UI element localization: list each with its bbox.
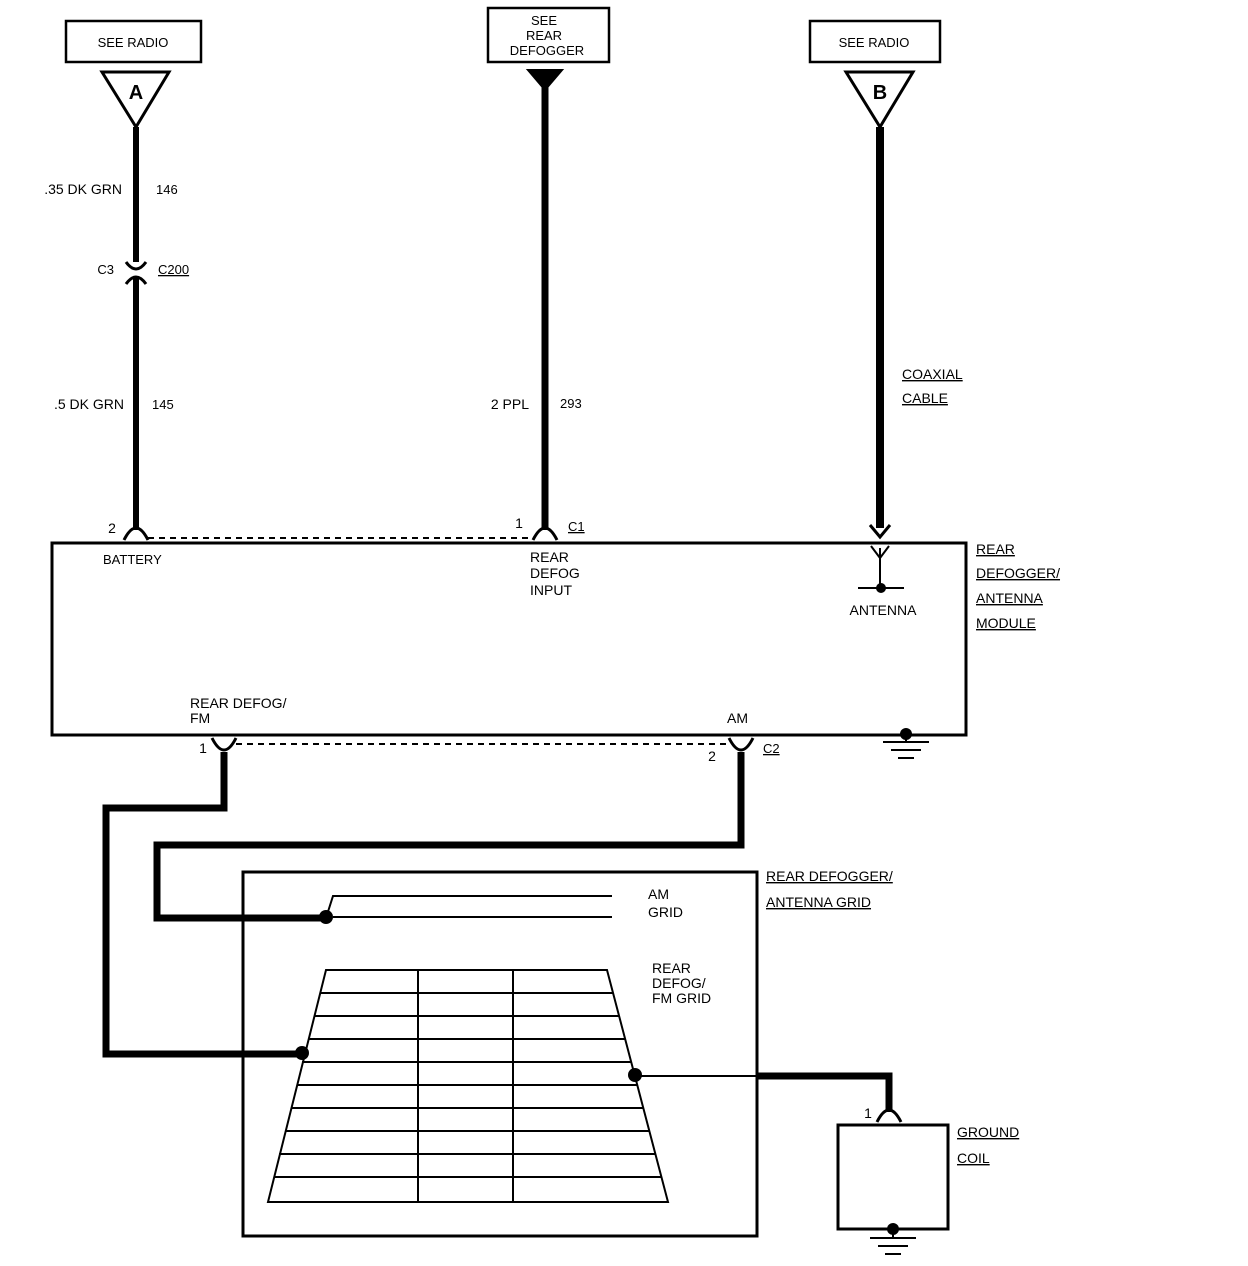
coax-arrow	[868, 524, 892, 540]
wire-293-circuit: 293	[560, 396, 582, 411]
rear-defog-input-line1: REAR	[530, 549, 569, 565]
battery-label: BATTERY	[103, 552, 162, 567]
rear-defog-fm-line2: FM	[190, 710, 210, 726]
wire-146-circuit: 146	[156, 182, 178, 197]
see-radio-a-box	[64, 19, 203, 64]
am-grid-line1: AM	[648, 886, 669, 902]
pin-battery-number: 2	[108, 520, 116, 536]
c200-label: C200	[158, 262, 189, 277]
am-output-label: AM	[727, 710, 748, 726]
fm-grid-line2: DEFOG/	[652, 975, 706, 991]
c2-label: C2	[763, 741, 780, 756]
ground-coil-line2: COIL	[957, 1150, 990, 1166]
wire-145-circuit: 145	[152, 397, 174, 412]
pin-fm-terminal	[210, 737, 238, 752]
wire-to-ground-coil	[757, 1072, 893, 1112]
see-radio-b-label: SEE RADIO	[839, 35, 910, 50]
connector-b-triangle	[843, 70, 916, 130]
fm-grid-line1: REAR	[652, 960, 691, 976]
pin-input-terminal	[531, 526, 559, 541]
module-ground-icon	[883, 728, 929, 759]
grid-name-line1: REAR DEFOGGER/	[766, 868, 893, 884]
module-name-line4: MODULE	[976, 615, 1036, 631]
see-rear-defogger-box	[486, 6, 611, 64]
connector-a-triangle	[99, 70, 172, 130]
see-radio-a-label: SEE RADIO	[98, 35, 169, 50]
module-name-line2: DEFOGGER/	[976, 565, 1060, 581]
coax-label-line1: COAXIAL	[902, 366, 963, 382]
wire-am-to-grid	[153, 752, 745, 922]
see-rear-defogger-line3: DEFOGGER	[510, 43, 584, 58]
fm-grid-line3: FM GRID	[652, 990, 711, 1006]
pin-fm-number: 1	[199, 740, 207, 756]
c3-label: C3	[97, 262, 114, 277]
fm-grid-left-junction	[295, 1046, 309, 1060]
rear-defog-fm-grid	[266, 969, 670, 1203]
connector-a-letter: A	[129, 82, 143, 104]
pin-am-number: 2	[708, 748, 716, 764]
rear-defog-fm-line1: REAR DEFOG/	[190, 695, 287, 711]
am-grid	[319, 895, 612, 924]
c1-label: C1	[568, 519, 585, 534]
rear-defogger-antenna-module	[50, 541, 968, 737]
see-radio-b-box	[808, 19, 942, 64]
wire-146-gauge: .35 DK GRN	[44, 181, 122, 197]
pin-am-terminal	[727, 737, 755, 752]
pin-coil-terminal	[875, 1108, 903, 1123]
grid-name-line2: ANTENNA GRID	[766, 894, 871, 910]
see-rear-defogger-line1: SEE	[531, 13, 557, 28]
am-grid-line2: GRID	[648, 904, 683, 920]
pin-coil-number: 1	[864, 1105, 872, 1121]
defogger-connector-triangle	[525, 69, 565, 92]
coil-ground-icon	[870, 1223, 916, 1255]
ground-coil-line1: GROUND	[957, 1124, 1019, 1140]
antenna-label: ANTENNA	[850, 602, 918, 618]
connector-c200-upper	[124, 261, 148, 271]
wire-293-gauge: 2 PPL	[491, 396, 529, 412]
rear-defog-input-line2: DEFOG	[530, 565, 580, 581]
pin-battery-terminal	[122, 526, 150, 541]
module-name-line3: ANTENNA	[976, 590, 1044, 606]
see-rear-defogger-line2: REAR	[526, 28, 562, 43]
wire-fm-to-grid	[102, 752, 302, 1058]
pin-input-number: 1	[515, 515, 523, 531]
module-name-line1: REAR	[976, 541, 1015, 557]
coax-label-line2: CABLE	[902, 390, 948, 406]
connector-b-letter: B	[873, 82, 887, 104]
connector-c200-lower	[124, 275, 148, 285]
antenna-icon	[858, 545, 904, 593]
rear-defogger-antenna-grid-box	[241, 870, 759, 1238]
wire-145-gauge: .5 DK GRN	[54, 396, 124, 412]
rear-defog-input-line3: INPUT	[530, 582, 572, 598]
ground-coil-box	[836, 1123, 950, 1231]
